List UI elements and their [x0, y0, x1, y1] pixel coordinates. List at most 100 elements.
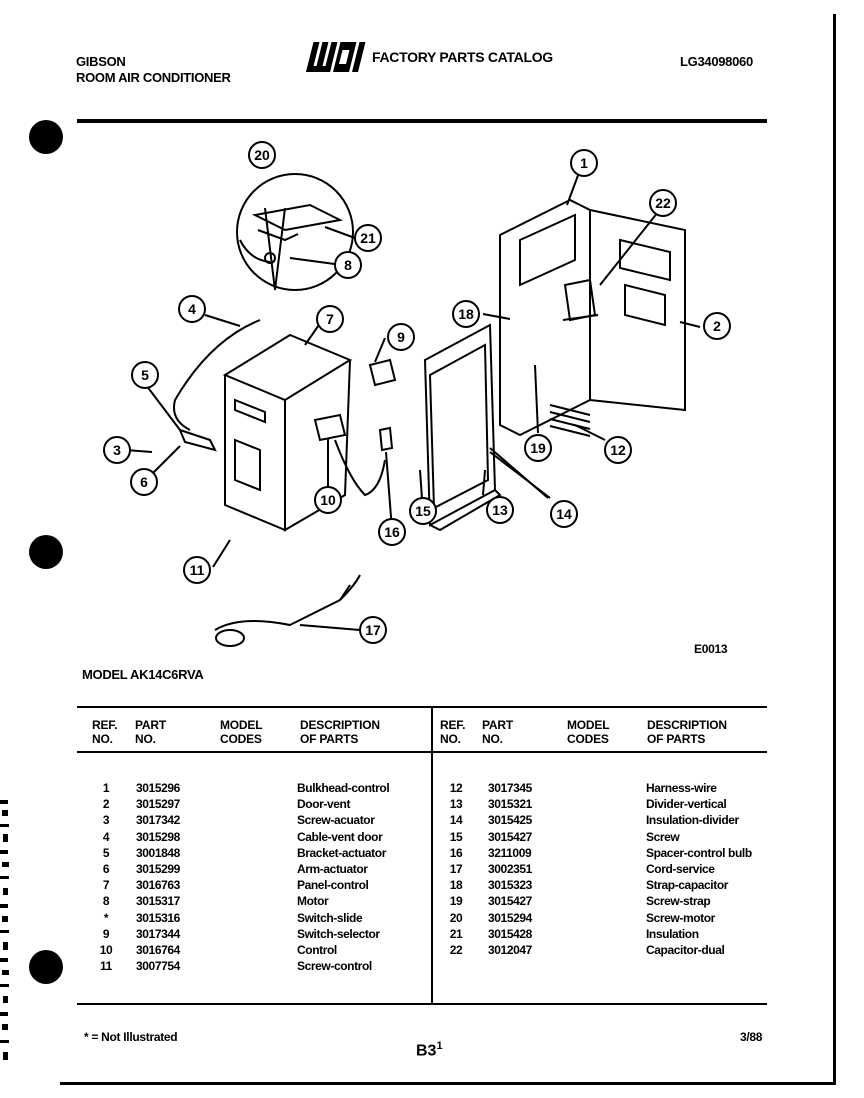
exploded-parts-diagram: 20 21 8 1 22 2 18 19 12 13 14 15 7 9 4 5… [103, 141, 731, 647]
svg-text:9: 9 [397, 329, 405, 345]
table-cell-ref: 22 [449, 943, 463, 957]
svg-text:5: 5 [141, 367, 149, 383]
svg-text:11: 11 [190, 562, 205, 578]
diagram-callouts: 20 21 8 1 22 2 18 19 12 13 14 15 7 9 4 5… [103, 141, 731, 644]
table-cell-part: 3017345 [488, 781, 532, 795]
table-cell-ref: 11 [100, 959, 112, 974]
table-cell-part: 3015296 [136, 781, 180, 795]
table-cell-part: 3015297 [136, 797, 180, 812]
page-number-superscript: 1 [436, 1040, 443, 1052]
svg-text:18: 18 [458, 306, 474, 322]
table-cell-part: 3015299 [136, 862, 180, 876]
table-cell-desc: Screw-motor [646, 910, 715, 925]
table-cell-ref: 17 [449, 862, 463, 876]
svg-text:10: 10 [320, 492, 336, 508]
model-number: MODEL AK14C6RVA [82, 667, 204, 682]
svg-text:21: 21 [360, 230, 376, 246]
table-cell-part: 3001848 [136, 845, 180, 860]
revision-date: 3/88 [740, 1030, 763, 1044]
table-cell-desc: Bracket-actuator [297, 845, 386, 860]
page-border-right [833, 14, 836, 1084]
table-cell-desc: Bulkhead-control [297, 781, 390, 795]
binder-hole-top [29, 120, 63, 154]
svg-text:19: 19 [530, 440, 546, 456]
table-cell-part: 3211009 [488, 845, 532, 860]
motor-inset-circle [236, 173, 354, 291]
svg-text:3: 3 [113, 442, 121, 458]
table-cell-part: 3015425 [488, 813, 532, 828]
table-cell-part: 3015427 [488, 894, 532, 909]
table-cell-ref: 8 [102, 894, 110, 909]
svg-text:12: 12 [610, 442, 626, 458]
table-cell-part: 3017344 [136, 926, 180, 941]
svg-text:14: 14 [556, 506, 572, 522]
header-ref-right: REF.NO. [440, 718, 466, 746]
table-cell-ref: 6 [102, 862, 110, 876]
svg-text:17: 17 [365, 622, 381, 638]
svg-text:2: 2 [713, 318, 721, 334]
wci-logo [306, 42, 366, 72]
table-cell-ref: 20 [449, 910, 463, 925]
page-border-bottom [60, 1082, 836, 1085]
table-cell-ref: 2 [102, 797, 110, 812]
svg-text:6: 6 [140, 474, 148, 490]
table-cell-ref: 14 [449, 813, 463, 828]
table-cell-desc: Screw-control [297, 959, 372, 974]
table-column-divider [431, 708, 433, 1004]
table-cell-part: 3012047 [488, 943, 532, 957]
table-cell-ref: 15 [449, 829, 463, 844]
table-cell-desc: Motor [297, 894, 329, 909]
svg-text:8: 8 [344, 257, 352, 273]
table-cell-ref: 18 [449, 878, 463, 893]
table-top-rule [77, 706, 767, 708]
svg-text:22: 22 [655, 195, 671, 211]
table-cell-ref: 9 [102, 926, 110, 941]
table-cell-ref: 5 [102, 845, 110, 860]
catalog-title: FACTORY PARTS CATALOG [372, 49, 553, 65]
binder-hole-middle [29, 535, 63, 569]
table-cell-desc: Insulation-divider [646, 813, 739, 828]
table-cell-desc: Capacitor-dual [646, 943, 725, 957]
table-cell-part: 3015316 [136, 910, 180, 925]
table-cell-part: 3015298 [136, 829, 180, 844]
table-cell-desc: Screw [646, 829, 680, 844]
table-cell-ref: 10 [99, 943, 113, 957]
table-cell-ref: 12 [449, 781, 463, 795]
table-cell-ref: 16 [449, 845, 463, 860]
svg-text:7: 7 [326, 311, 334, 327]
svg-text:15: 15 [415, 503, 431, 519]
brand-name: GIBSON [76, 54, 126, 69]
table-cell-ref: 13 [449, 797, 463, 812]
svg-text:16: 16 [384, 524, 400, 540]
table-cell-desc: Spacer-control bulb [646, 845, 752, 860]
table-cell-desc: Cord-service [646, 862, 715, 876]
binder-hole-bottom [29, 950, 63, 984]
table-cell-part: 3015427 [488, 829, 532, 844]
table-cell-desc: Harness-wire [646, 781, 717, 795]
table-cell-part: 3016764 [136, 943, 180, 957]
table-cell-desc: Door-vent [297, 797, 351, 812]
diagram-code: E0013 [694, 642, 728, 656]
table-cell-part: 3015317 [136, 894, 180, 909]
table-cell-desc: Arm-actuator [297, 862, 368, 876]
table-cell-desc: Strap-capacitor [646, 878, 729, 893]
table-cell-part: 3007754 [136, 959, 180, 974]
page-number: B31 [416, 1040, 443, 1060]
svg-text:4: 4 [188, 301, 196, 317]
svg-text:1: 1 [580, 155, 588, 171]
table-cell-part: 3016763 [136, 878, 180, 893]
table-cell-desc: Cable-vent door [297, 829, 383, 844]
table-cell-ref: 21 [449, 926, 463, 941]
table-cell-part: 3015321 [488, 797, 532, 812]
product-name: ROOM AIR CONDITIONER [76, 70, 231, 85]
table-cell-desc: Screw-strap [646, 894, 711, 909]
table-cell-part: 3015323 [488, 878, 532, 893]
table-cell-desc: Switch-selector [297, 926, 380, 941]
table-cell-desc: Switch-slide [297, 910, 363, 925]
